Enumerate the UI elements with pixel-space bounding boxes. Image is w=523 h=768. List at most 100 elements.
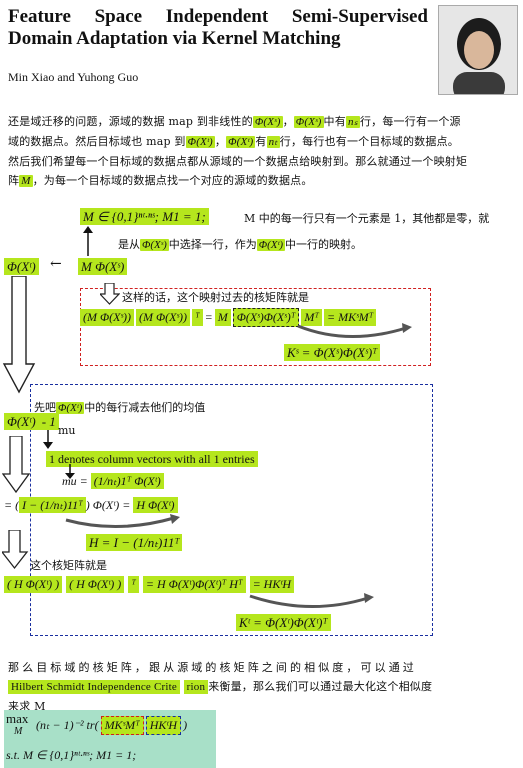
- h-def-expr: H = I − (1/nₜ)11ᵀ: [86, 534, 183, 551]
- intro-text: 域的数据点。然后目标域也 map 到: [8, 135, 186, 148]
- title-word-3: Independent: [165, 6, 269, 27]
- phi-xs-highlight: Φ(Xˢ): [252, 116, 283, 128]
- kt-expr: Kᵗ = Φ(Xᵗ)Φ(Xᵗ)ᵀ: [236, 614, 331, 631]
- minus-ones-term: - 1: [38, 413, 59, 430]
- conclusion-line-3: 来求 M: [8, 700, 46, 713]
- m-phi-xs: M Φ(Xˢ): [78, 256, 128, 275]
- desc-text: 是从: [118, 238, 140, 251]
- objective-prefix: (nₜ − 1)⁻² tr(: [36, 718, 99, 732]
- up-arrow-icon: [83, 226, 93, 256]
- constraint-line: s.t. M ∈ {0,1}ⁿᵗ·ⁿˢ; M1 = 1;: [6, 748, 137, 762]
- phi-xt-target: Φ(Xᵗ): [4, 258, 39, 275]
- hkth-term: = HKᵗH: [249, 576, 295, 593]
- curved-arrow-icon: [249, 593, 374, 608]
- h-phi-xt: H Φ(Xᵗ): [133, 497, 178, 513]
- intro-text: 有: [255, 135, 267, 148]
- down-arrow-icon: [65, 464, 75, 479]
- centered-equation: = (I − (1/nₜ)11ᵀ) Φ(Xᵗ) = H Φ(Xᵗ): [4, 497, 178, 513]
- ones-desc-text: 1 denotes column vectors with all 1 entr…: [46, 451, 258, 467]
- curved-arrow-icon: [65, 514, 180, 529]
- hollow-down-arrow-icon: [2, 276, 36, 394]
- kernel-source-intro: 这样的话，这个映射过去的核矩阵就是: [122, 291, 309, 304]
- title-word-4: Semi-Supervised: [291, 6, 428, 27]
- intro-text: 中有: [323, 115, 346, 128]
- equals: =: [204, 310, 213, 324]
- hollow-down-arrow-icon: [2, 436, 31, 494]
- intro-text: 行，每行也有一个目标域的数据点。: [279, 135, 459, 148]
- text: 中的每行减去他们的均值: [84, 401, 206, 414]
- mu-definition: mu = (1/nₜ)1ᵀ Φ(Xᵗ): [62, 473, 164, 489]
- m-transpose-term: Mᵀ: [301, 309, 322, 326]
- text: = (: [4, 498, 20, 512]
- hkth-term: HKᵗH: [145, 716, 182, 735]
- phi-xt-highlight: Φ(Xᵗ): [185, 136, 215, 148]
- text: ) Φ(Xᵗ) =: [85, 498, 134, 512]
- lhs-term: ( H Φ(Xᵗ) ): [66, 576, 125, 593]
- paper-title: Feature Space Independent Semi-Supervise…: [8, 6, 428, 50]
- left-arrow-icon: ←: [50, 256, 62, 272]
- authors: Min Xiao and Yuhong Guo: [8, 70, 139, 84]
- intro-text: 阵: [8, 174, 20, 187]
- mapping-row: Φ(Xᵗ): [4, 256, 39, 275]
- kt-definition: Kᵗ = Φ(Xᵗ)Φ(Xᵗ)ᵀ: [236, 612, 331, 631]
- constraint-row: M ∈ {0,1}ⁿᵗ·ⁿˢ; M1 = 1;: [80, 206, 209, 225]
- mksmt-term: = MKˢMᵀ: [323, 309, 377, 326]
- intro-text: 还是域迁移的问题，源域的数据 map 到非线性的: [8, 115, 253, 128]
- mksmt-term: MKˢMᵀ: [100, 716, 144, 735]
- intro-text: 行，每一行有一个源: [359, 115, 461, 128]
- conclusion-line-2: 来衡量，那么我们可以通过最大化这个相似度: [208, 680, 433, 693]
- m-highlight: M: [19, 175, 33, 187]
- hollow-down-arrow-small-icon: [100, 283, 120, 305]
- kernel-source-equation: (M Φ(Xˢ)) (M Φ(Xˢ)) ᵀ = M Φ(Xˢ)Φ(Xˢ)ᵀ Mᵀ…: [80, 308, 377, 327]
- constraint-equation: M ∈ {0,1}ⁿᵗ·ⁿˢ; M1 = 1;: [80, 208, 209, 225]
- kernel-target-equation: ( H Φ(Xᵗ) ) ( H Φ(Xᵗ) ) ᵀ = H Φ(Xᵗ)Φ(Xᵗ)…: [4, 576, 295, 593]
- author-photo: [438, 5, 518, 95]
- nt-highlight: nₜ: [266, 136, 280, 148]
- conclusion-line-1: 那么目标域的核矩阵，跟从源域的核矩阵之间的相似度，可以通过: [8, 661, 417, 674]
- conclusion-paragraph: 那么目标域的核矩阵，跟从源域的核矩阵之间的相似度，可以通过 Hilbert Sc…: [8, 658, 516, 716]
- max-subscript: M: [14, 726, 23, 737]
- phi-xt-term: Φ(Xᵗ): [4, 413, 39, 430]
- curved-arrow-icon: [297, 323, 412, 339]
- intro-sep: ，: [282, 115, 294, 128]
- constraint-desc-1: M 中的每一行只有一个元素是 1，其他都是零，就: [244, 212, 490, 225]
- h-phi-phi-h-term: = H Φ(Xᵗ)Φ(Xᵗ)ᵀ Hᵀ: [142, 576, 246, 593]
- down-arrow-icon: [43, 430, 53, 449]
- transpose-mark: ᵀ: [128, 576, 139, 593]
- title-line-2: Domain Adaptation via Kernel Matching: [8, 28, 341, 49]
- text: 先吧: [34, 401, 56, 414]
- desc-text: 中选择一行，作为: [168, 238, 257, 251]
- phi-xt-highlight: Φ(Xᵗ): [56, 402, 85, 414]
- lhs-term: (M Φ(Xˢ)): [80, 309, 134, 326]
- mu-expr: (1/nₜ)1ᵀ Φ(Xᵗ): [90, 473, 164, 489]
- centering-matrix: I − (1/nₜ)11ᵀ: [19, 497, 86, 513]
- ns-highlight: nₛ: [345, 116, 360, 128]
- lhs-term: ( H Φ(Xᵗ) ): [4, 576, 63, 593]
- objective-close: ): [183, 718, 188, 732]
- m-term: M: [214, 309, 231, 326]
- m-phi-xs-expr: M Φ(Xˢ): [78, 258, 128, 275]
- lhs-term: (M Φ(Xˢ)): [135, 309, 190, 326]
- centering-minus: Φ(Xᵗ)- 1: [4, 413, 59, 430]
- h-definition: H = I − (1/nₜ)11ᵀ: [86, 532, 183, 551]
- kernel-target-intro: 这个核矩阵就是: [30, 559, 107, 572]
- mu-label: mu: [58, 424, 76, 437]
- hsic-highlight: Hilbert Schmidt Independence Crite: [8, 680, 180, 694]
- phi-xt-highlight: Φ(Xᵗ): [256, 239, 286, 251]
- source-kernel-box: [80, 288, 431, 366]
- transpose-mark: ᵀ: [191, 309, 203, 326]
- intro-text: ，为每一个目标域的数据点找一个对应的源域的数据点。: [32, 174, 313, 187]
- phi-xt-highlight: Φ(Xᵗ): [226, 136, 256, 148]
- ones-description: 1 denotes column vectors with all 1 entr…: [46, 448, 258, 467]
- hollow-down-arrow-icon: [2, 530, 29, 570]
- intro-sep: ，: [214, 135, 227, 148]
- ks-expr: Kˢ = Φ(Xˢ)Φ(Xˢ)ᵀ: [284, 344, 381, 361]
- hsic-suffix: rion: [183, 680, 209, 694]
- max-label: max: [6, 711, 29, 726]
- ks-definition: Kˢ = Φ(Xˢ)Φ(Xˢ)ᵀ: [284, 342, 381, 361]
- intro-text: 然后我们希望每一个目标域的数据点都从源域的一个数据点给映射到。那么就通过一个映射…: [8, 155, 468, 168]
- phi-xs-highlight: Φ(Xˢ): [140, 239, 169, 251]
